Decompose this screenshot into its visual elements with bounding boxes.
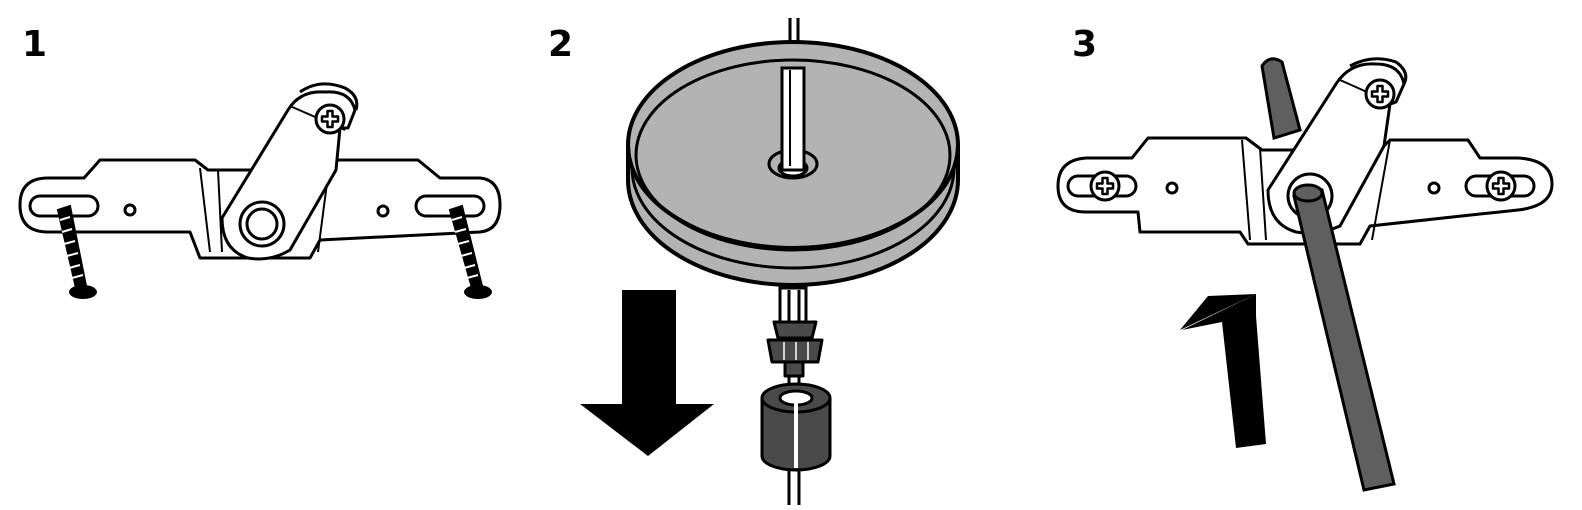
- mounting-bracket: [18, 82, 502, 261]
- down-arrow-icon: [580, 290, 714, 456]
- threaded-rod: [1260, 57, 1302, 140]
- step-1-number: 1: [22, 24, 47, 65]
- phillips-screw-icon: [1364, 78, 1396, 110]
- cable-nut: [760, 382, 832, 472]
- step-1-panel: 1: [18, 24, 502, 299]
- pendant-tube: [780, 66, 806, 172]
- screw-icon: [56, 204, 97, 299]
- screw-icon: [448, 204, 492, 299]
- up-arrow-icon: [1182, 294, 1266, 448]
- step-3-number: 3: [1072, 24, 1097, 65]
- cable-nut: [766, 320, 824, 378]
- step-2-number: 2: [548, 24, 573, 65]
- phillips-screw-icon: [314, 103, 346, 135]
- phillips-screw-icon: [1485, 170, 1517, 202]
- phillips-screw-icon: [1089, 170, 1121, 202]
- step-2-panel: 2: [548, 18, 960, 505]
- step-3-panel: 3: [1056, 24, 1554, 492]
